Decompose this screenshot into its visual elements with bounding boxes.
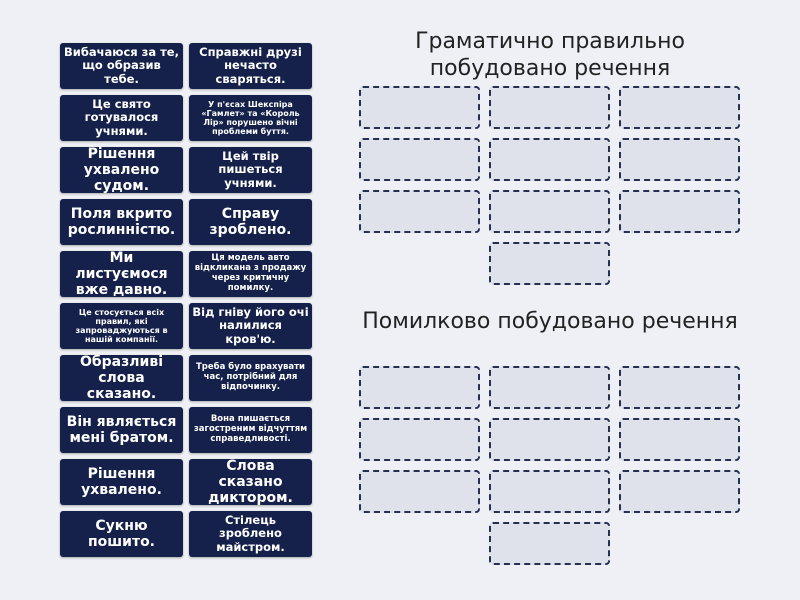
drop-zone-incorrect[interactable] <box>359 366 480 409</box>
sentence-card[interactable]: Це стосується всіх правил, які запровадж… <box>60 303 183 349</box>
sentence-card[interactable]: Це свято готувалося учнями. <box>60 95 183 141</box>
drop-zone-correct[interactable] <box>619 190 740 233</box>
drop-zone-incorrect[interactable] <box>489 418 610 461</box>
drop-zone-incorrect[interactable] <box>489 470 610 513</box>
sentence-card[interactable]: Справжні друзі нечасто сваряться. <box>189 43 312 89</box>
sentence-card[interactable]: Від гніву його очі налилися кров'ю. <box>189 303 312 349</box>
drop-zone-correct[interactable] <box>489 138 610 181</box>
drop-zone-incorrect[interactable] <box>489 522 610 565</box>
sentence-card[interactable]: У п'єсах Шекспіра «Гамлет» та «Король Лі… <box>189 95 312 141</box>
drop-zone-correct[interactable] <box>489 242 610 285</box>
sentence-card[interactable]: Вона пишається загостреним відчуттям спр… <box>189 407 312 453</box>
sentence-card[interactable]: Цей твір пишеться учнями. <box>189 147 312 193</box>
drop-zone-incorrect[interactable] <box>489 366 610 409</box>
drop-zone-correct[interactable] <box>359 86 480 129</box>
sentence-card[interactable]: Треба було врахувати час, потрібний для … <box>189 355 312 401</box>
drop-zone-incorrect[interactable] <box>619 418 740 461</box>
drop-zone-incorrect[interactable] <box>359 470 480 513</box>
sentence-card[interactable]: Стілець зроблено майстром. <box>189 511 312 557</box>
sentence-card[interactable]: Поля вкрито рослинністю. <box>60 199 183 245</box>
group-title-correct: Граматично правильно побудовано речення <box>415 29 685 81</box>
drop-zone-correct[interactable] <box>489 190 610 233</box>
drop-zone-correct[interactable] <box>619 86 740 129</box>
drop-zone-incorrect[interactable] <box>359 418 480 461</box>
sentence-card[interactable]: Слова сказано диктором. <box>189 458 312 506</box>
sentence-card[interactable]: Рішення ухвалено. <box>60 459 183 505</box>
sentence-card[interactable]: Ми листуємося вже давно. <box>60 250 183 298</box>
sentence-card[interactable]: Справу зроблено. <box>189 199 312 245</box>
sentence-card[interactable]: Образливі слова сказано. <box>60 354 183 402</box>
drop-zone-correct[interactable] <box>489 86 610 129</box>
sentence-card[interactable]: Вибачаюся за те, що образив тебе. <box>60 43 183 89</box>
drop-zone-correct[interactable] <box>619 138 740 181</box>
sentence-card[interactable]: Рішення ухвалено судом. <box>60 146 183 194</box>
drop-zone-incorrect[interactable] <box>619 470 740 513</box>
drop-zone-incorrect[interactable] <box>619 366 740 409</box>
sentence-card[interactable]: Ця модель авто відкликана з продажу чере… <box>189 251 312 297</box>
group-title-incorrect: Помилково побудовано речення <box>362 309 738 334</box>
sentence-card[interactable]: Сукню пошито. <box>60 511 183 557</box>
drop-zone-correct[interactable] <box>359 138 480 181</box>
sentence-card[interactable]: Він являється мені братом. <box>60 407 183 453</box>
drop-zone-correct[interactable] <box>359 190 480 233</box>
